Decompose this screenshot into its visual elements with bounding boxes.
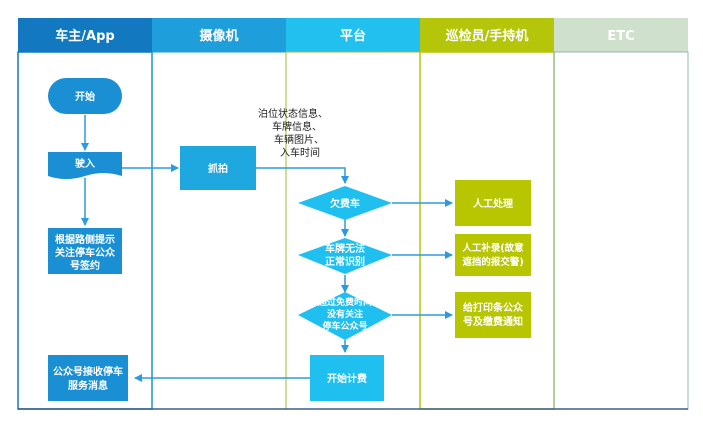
start-billing-label: 开始计费	[327, 372, 367, 385]
lane-header-inspector	[420, 18, 554, 52]
lane-title-camera: 摄像机	[199, 28, 238, 44]
lane-header-platform	[286, 18, 420, 52]
start-node	[48, 78, 122, 114]
annotation-line4: 入车时间	[280, 146, 320, 159]
tip-label-line2: 关注停车公众	[55, 246, 116, 259]
plate-label-line1: 车牌无法	[325, 242, 365, 255]
plate-decision	[298, 238, 392, 274]
lane-title-inspector: 巡检员/手持机	[446, 28, 529, 44]
arrears-decision	[298, 186, 392, 220]
free-time-label-line3: 停车公众号	[322, 320, 367, 332]
lane-title-owner: 车主/App	[55, 28, 114, 44]
lane-body-inspector	[419, 51, 555, 410]
start-label: 开始	[75, 90, 95, 103]
print-notice-label-line2: 号及缴费通知	[463, 315, 523, 328]
lane-title-platform: 平台	[340, 28, 366, 44]
manual-label: 人工处理	[473, 197, 513, 210]
manual-record-label-line2: 遮挡的报交警)	[462, 256, 523, 268]
notify-label-line1: 公众号接收停车	[53, 365, 123, 378]
lane-title-etc: ETC	[607, 29, 634, 44]
lane-header-etc	[554, 18, 688, 52]
arrow-capture-to-platform	[256, 167, 349, 184]
capture-label: 抓拍	[208, 162, 228, 175]
lane-body-camera	[151, 51, 287, 410]
lane-header-owner	[18, 18, 152, 52]
annotation-line2: 车牌信息、	[272, 120, 322, 133]
tip-label-line1: 根据路侧提示	[55, 233, 115, 246]
free-time-label-line1: 超过免费时间	[317, 296, 372, 308]
free-time-label-line2: 没有关注	[327, 308, 363, 320]
notify-node	[48, 355, 128, 401]
start-billing-node	[310, 355, 384, 401]
notify-label-line2: 服务消息	[68, 379, 108, 392]
enter-label: 驶入	[75, 157, 95, 170]
manual-record-node	[455, 234, 531, 276]
free-time-decision	[298, 292, 392, 340]
manual-record-label-line1: 人工补录(故意	[462, 242, 524, 254]
annotation-line3: 车辆图片、	[274, 133, 324, 146]
capture-node	[180, 146, 256, 190]
lane-header-camera	[152, 18, 286, 52]
annotation-line1: 泊位状态信息、	[258, 107, 328, 120]
arrears-label: 欠费车	[330, 197, 360, 210]
enter-node	[48, 152, 122, 179]
print-notice-node	[455, 292, 531, 338]
lane-body-etc	[553, 51, 689, 410]
plate-label-line2: 正常识别	[325, 255, 365, 268]
manual-node	[455, 180, 531, 226]
tip-label-line3: 号签约	[70, 259, 100, 272]
tip-node	[48, 228, 122, 274]
print-notice-label-line1: 给打印条公众	[463, 301, 524, 314]
